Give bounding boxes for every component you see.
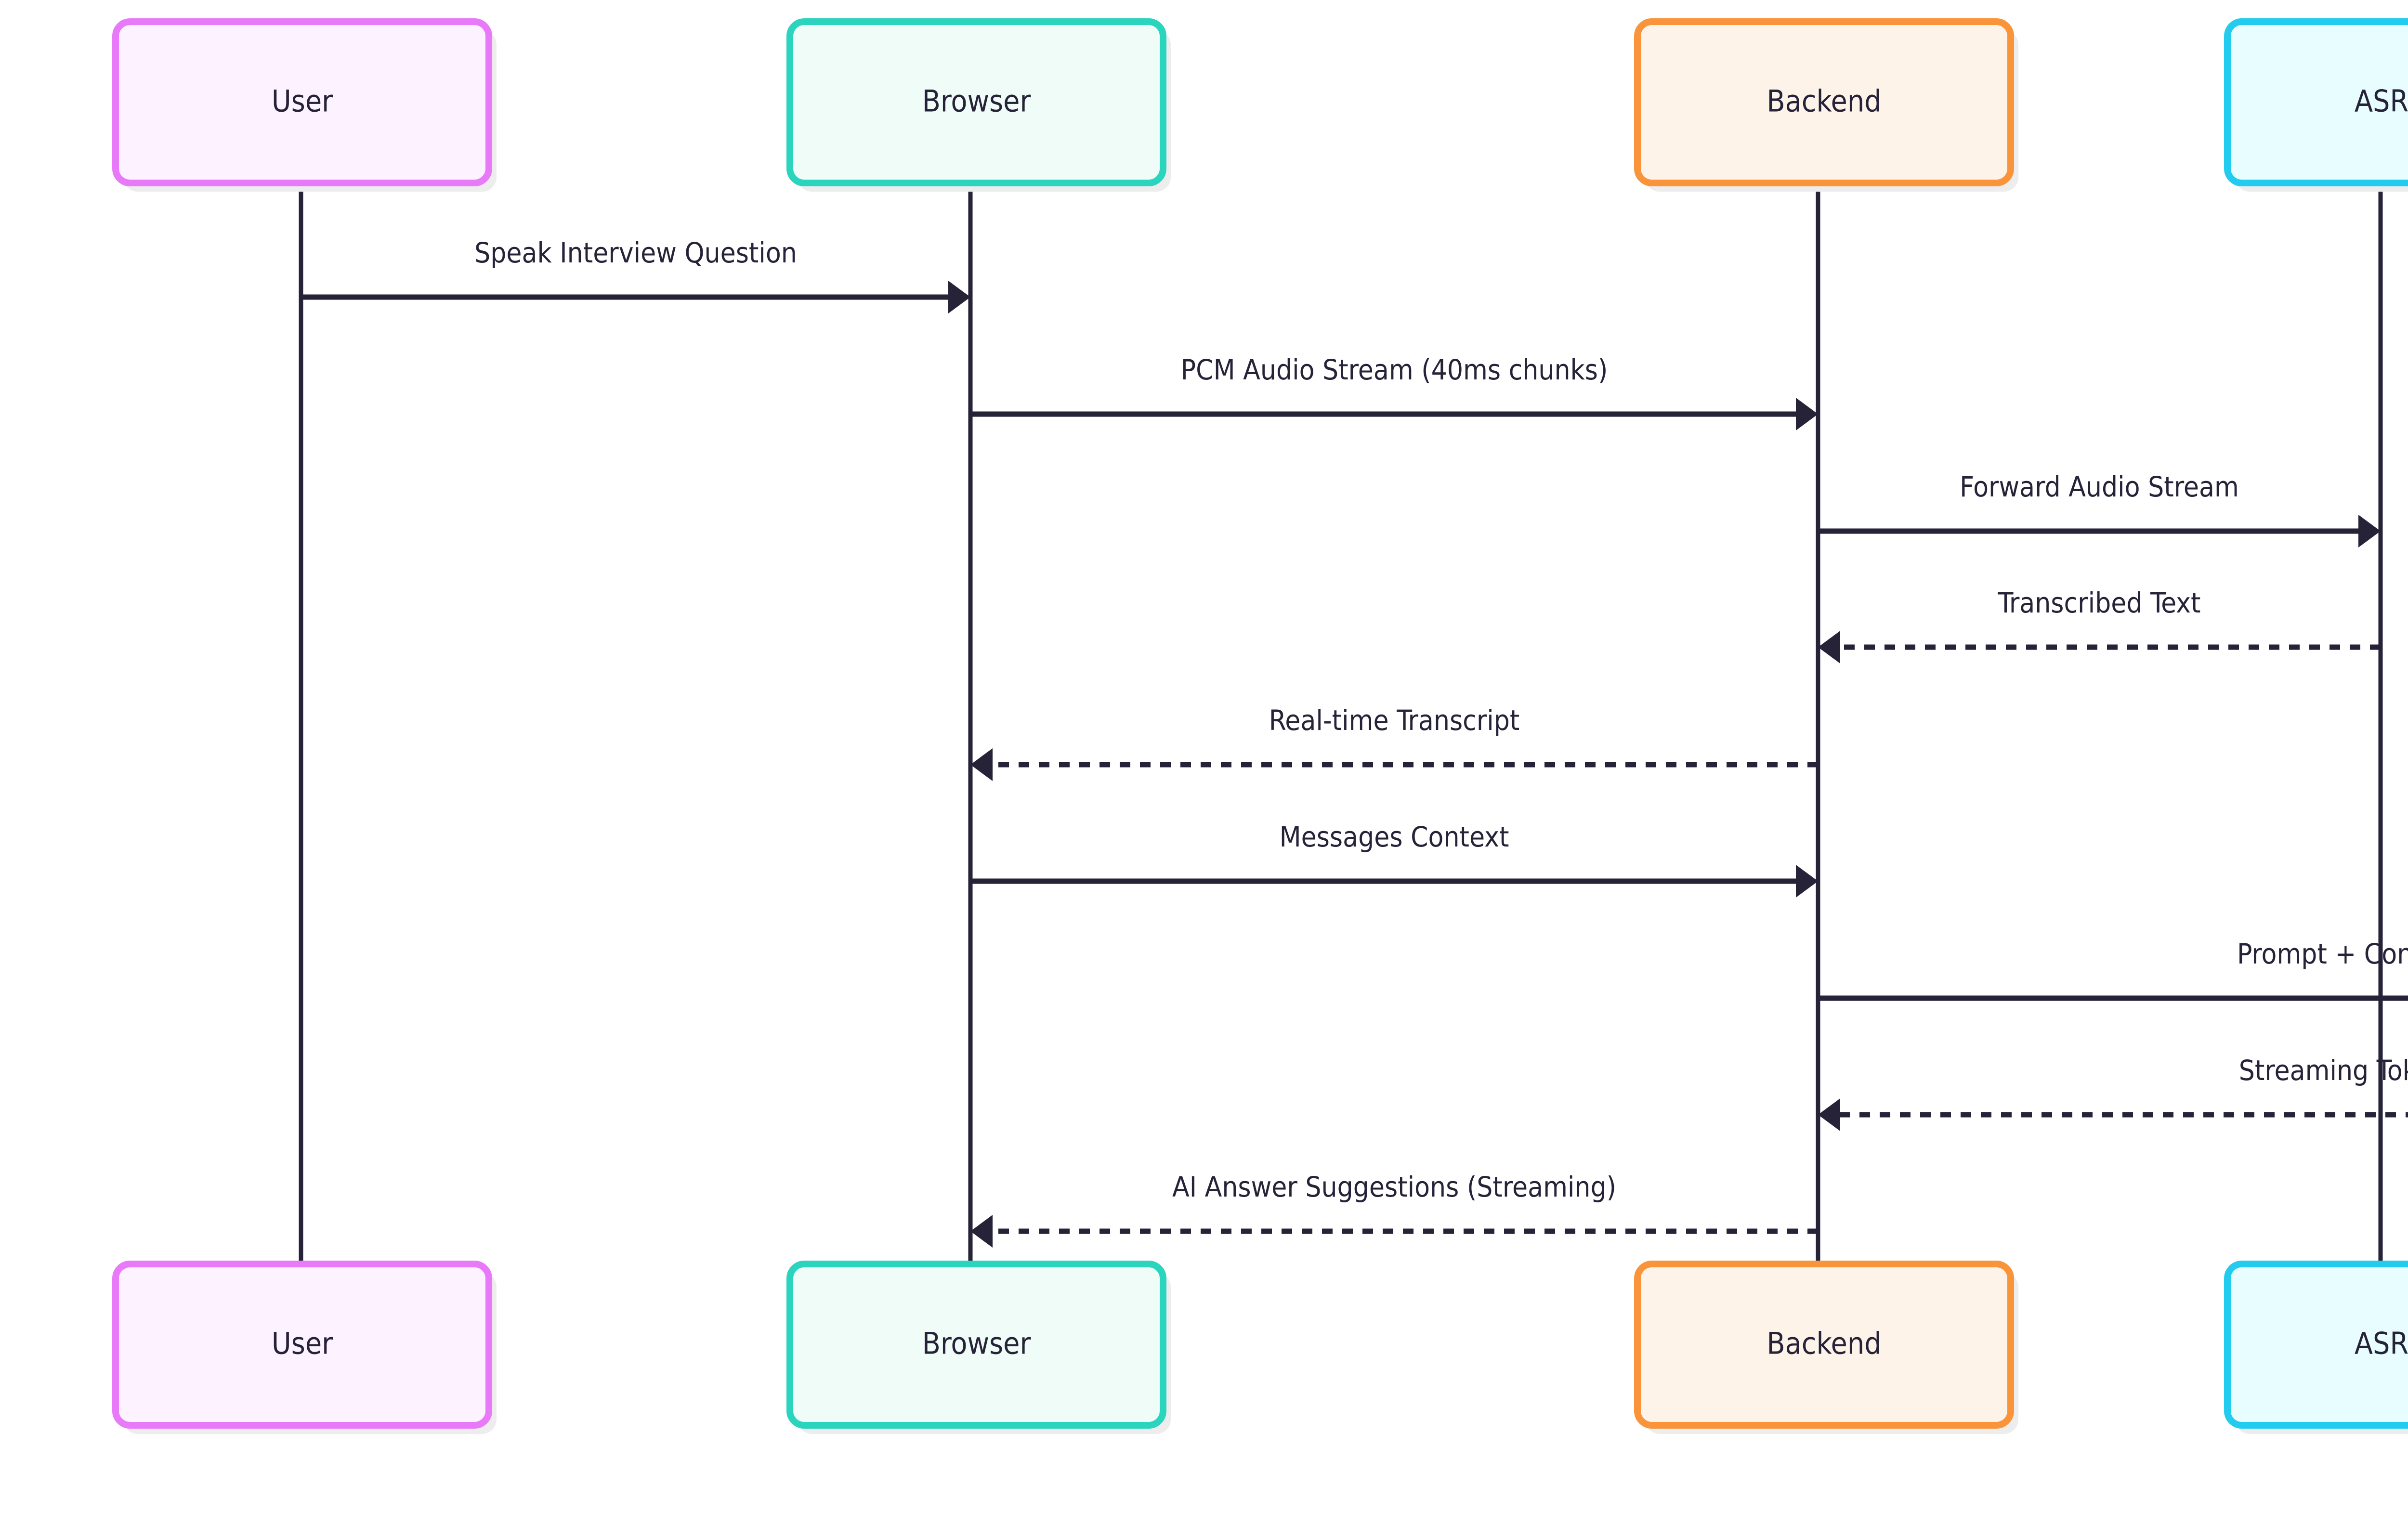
- actor-box-browser-top[interactable]: Browser: [786, 18, 1171, 192]
- actor-box-backend-bottom[interactable]: Backend: [1634, 1261, 2018, 1434]
- actor-label-asr: ASR: [2355, 84, 2408, 119]
- actor-label-user: User: [272, 84, 333, 119]
- actor-box-rect[interactable]: [2224, 1261, 2408, 1429]
- message-4-asr-to-backend[interactable]: Transcribed Text: [1818, 586, 2381, 664]
- message-label: Transcribed Text: [1997, 586, 2200, 619]
- actor-box-user-bottom[interactable]: User: [112, 1261, 497, 1434]
- message-arrowhead: [1796, 865, 1818, 898]
- message-8-llm-to-backend[interactable]: Streaming Tokens: [1818, 1054, 2408, 1131]
- message-arrowhead: [2358, 515, 2381, 547]
- message-label: Streaming Tokens: [2239, 1054, 2408, 1087]
- message-5-backend-to-browser[interactable]: Real-time Transcript: [970, 704, 1818, 781]
- actor-label-backend: Backend: [1767, 1326, 1881, 1361]
- message-arrowhead: [948, 281, 970, 313]
- message-label: Forward Audio Stream: [1960, 470, 2239, 503]
- actor-label-asr: ASR: [2355, 1326, 2408, 1361]
- actor-box-rect[interactable]: [786, 1261, 1166, 1429]
- message-label: Prompt + Context: [2237, 938, 2408, 970]
- actor-label-user: User: [272, 1326, 333, 1361]
- message-6-browser-to-backend[interactable]: Messages Context: [970, 821, 1818, 898]
- actor-box-asr-top[interactable]: ASR: [2224, 18, 2408, 192]
- actor-label-browser: Browser: [922, 84, 1031, 119]
- message-label: AI Answer Suggestions (Streaming): [1172, 1171, 1616, 1203]
- actor-box-browser-bottom[interactable]: Browser: [786, 1261, 1171, 1434]
- lifelines-layer: [299, 183, 2383, 1264]
- actor-box-asr-bottom[interactable]: ASR: [2224, 1261, 2408, 1434]
- message-arrowhead: [970, 1215, 993, 1248]
- message-arrowhead: [1796, 398, 1818, 430]
- message-1-user-to-browser[interactable]: Speak Interview Question: [301, 236, 970, 313]
- actor-label-browser: Browser: [922, 1326, 1031, 1361]
- message-3-backend-to-asr[interactable]: Forward Audio Stream: [1818, 470, 2381, 547]
- message-7-backend-to-llm[interactable]: Prompt + Context: [1818, 938, 2408, 1015]
- actor-label-backend: Backend: [1767, 84, 1881, 119]
- actor-box-user-top[interactable]: User: [112, 18, 497, 192]
- message-label: Speak Interview Question: [474, 236, 797, 269]
- message-2-browser-to-backend[interactable]: PCM Audio Stream (40ms chunks): [970, 353, 1818, 430]
- actor-boxes-layer: UserUserBrowserBrowserBackendBackendASRA…: [112, 18, 2408, 1434]
- message-9-backend-to-browser[interactable]: AI Answer Suggestions (Streaming): [970, 1171, 1818, 1248]
- message-arrowhead: [1818, 1098, 1840, 1131]
- actor-box-rect[interactable]: [786, 18, 1166, 186]
- actor-box-rect[interactable]: [1634, 18, 2014, 186]
- actor-box-rect[interactable]: [112, 18, 492, 186]
- actor-box-rect[interactable]: [112, 1261, 492, 1429]
- actor-box-rect[interactable]: [2224, 18, 2408, 186]
- actor-box-rect[interactable]: [1634, 1261, 2014, 1429]
- message-arrowhead: [970, 748, 993, 781]
- message-label: Real-time Transcript: [1269, 704, 1520, 737]
- actor-box-backend-top[interactable]: Backend: [1634, 18, 2018, 192]
- message-label: Messages Context: [1280, 821, 1509, 853]
- message-label: PCM Audio Stream (40ms chunks): [1181, 353, 1608, 386]
- message-arrowhead: [1818, 631, 1840, 664]
